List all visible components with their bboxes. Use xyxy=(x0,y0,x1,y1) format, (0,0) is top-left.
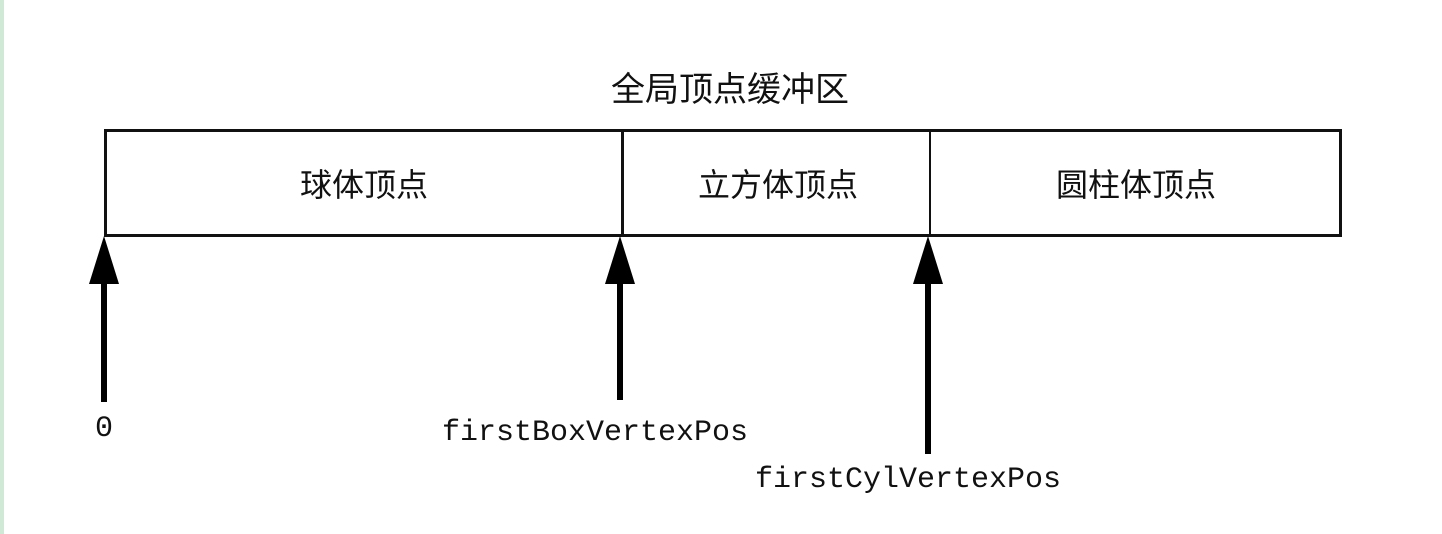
arrow-shaft-box xyxy=(617,284,623,400)
segment-box-vertices: 立方体顶点 xyxy=(621,132,932,234)
arrow-head-cylinder xyxy=(913,236,943,284)
diagram-title: 全局顶点缓冲区 xyxy=(611,70,849,110)
arrow-offset-zero xyxy=(89,236,119,402)
offset-label-box: firstBoxVertexPos xyxy=(442,416,749,450)
global-vertex-buffer: 球体顶点 立方体顶点 圆柱体顶点 xyxy=(104,129,1342,237)
offset-label-cylinder: firstCylVertexPos xyxy=(755,463,1062,497)
offset-label-zero: 0 xyxy=(95,412,114,446)
arrow-head-box xyxy=(605,236,635,284)
left-border-stripe xyxy=(0,0,4,534)
segment-sphere-vertices: 球体顶点 xyxy=(299,166,428,204)
arrow-shaft-zero xyxy=(101,284,107,402)
arrow-offset-cylinder xyxy=(913,236,943,454)
arrow-shaft-cylinder xyxy=(925,284,931,454)
arrow-offset-box xyxy=(605,236,635,400)
arrow-head-zero xyxy=(89,236,119,284)
segment-cylinder-vertices: 圆柱体顶点 xyxy=(929,132,1341,234)
